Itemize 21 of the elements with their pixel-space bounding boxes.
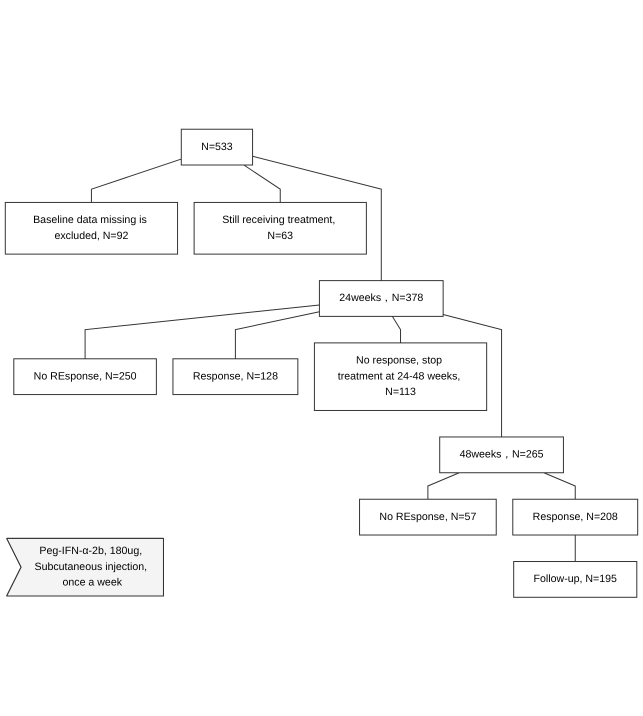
node-box: 48weeks，N=265 [439, 436, 564, 474]
connector [427, 472, 460, 500]
node-box: 24weeks，N=378 [318, 280, 444, 318]
connector [252, 156, 382, 282]
node-box: Follow-up, N=195 [513, 561, 638, 598]
node-box: Still receiving treatment, N=63 [194, 202, 367, 255]
node-box: N=533 [180, 128, 254, 166]
connector [84, 304, 320, 360]
connector [90, 158, 182, 204]
node-box: Response, N=128 [172, 358, 298, 396]
node-box: Baseline data missing is excluded, N=92 [4, 202, 178, 255]
node-box: No response, stop treatment at 24-48 weeks, N=113 [314, 342, 488, 412]
connector [243, 164, 281, 204]
node-box: Response, N=208 [512, 498, 638, 536]
connector [392, 316, 402, 344]
connector [543, 472, 576, 500]
connector [442, 314, 502, 438]
node-box: No REsponse, N=250 [13, 358, 157, 396]
node-box: No REsponse, N=57 [359, 498, 497, 536]
connector [574, 534, 576, 562]
connector [234, 311, 320, 360]
